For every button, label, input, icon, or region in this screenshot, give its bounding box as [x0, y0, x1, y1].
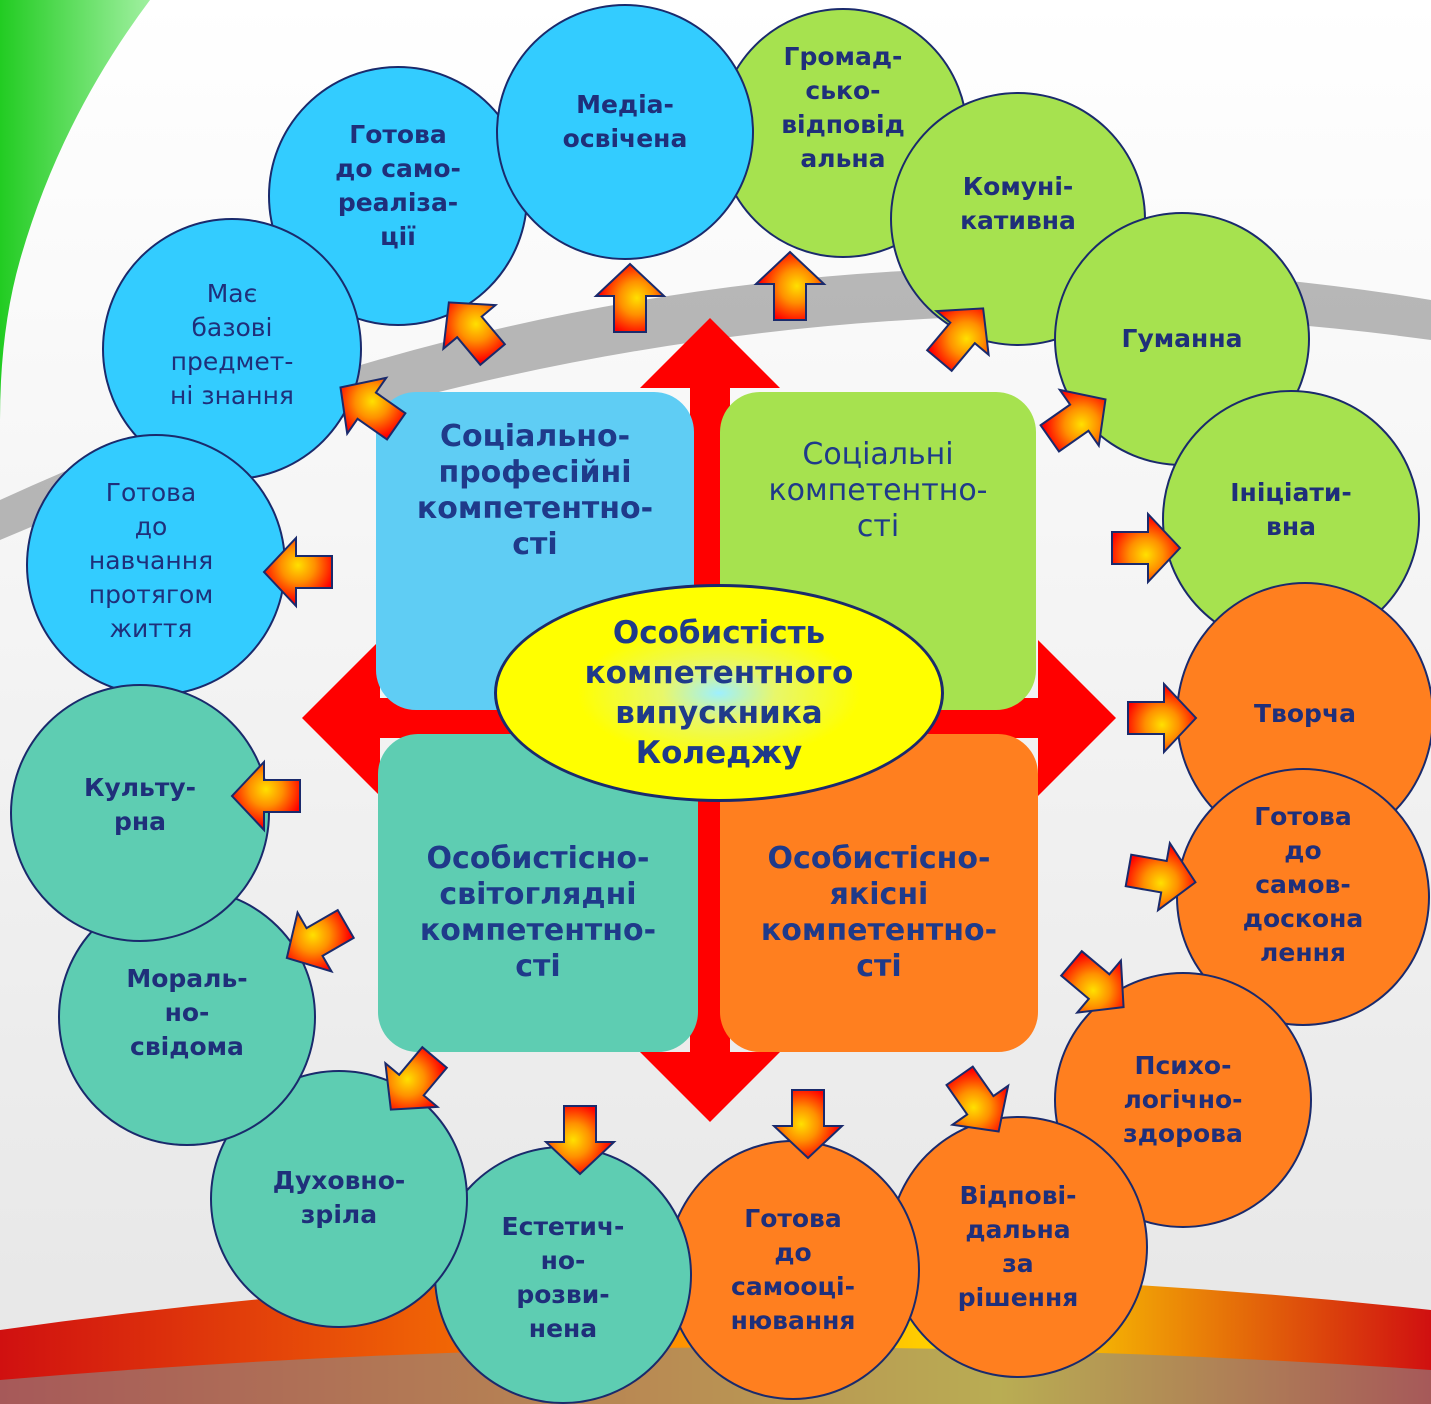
circle-cultural-label: Культу- рна	[83, 773, 196, 836]
center-label: Особистість компетентного випускника Кол…	[584, 615, 854, 771]
circle-civic-label: Громад- сько- відповід альна	[781, 42, 905, 173]
quadrant-social-professional-label: Соціально- професійні компетентно- сті	[416, 419, 654, 562]
circle-spiritual-label: Духовно- зріла	[272, 1166, 406, 1229]
circle-aesthetic: Естетич- но- розви- нена	[434, 1146, 692, 1404]
circle-lifelong-learning-label: Готова до навчання протягом життя	[88, 478, 214, 643]
circle-creative-label: Творча	[1254, 699, 1356, 728]
cross-arrow-left	[302, 640, 380, 796]
green-corner-band	[0, 0, 150, 420]
circle-responsible: Відпові- дальна за рішення	[888, 1116, 1148, 1378]
circle-responsible-label: Відпові- дальна за рішення	[957, 1181, 1079, 1312]
center-ellipse: Особистість компетентного випускника Кол…	[494, 584, 944, 802]
circle-humane-label: Гуманна	[1121, 324, 1243, 353]
circle-self-improvement: Готова до самов- доскона лення	[1176, 768, 1430, 1026]
circle-cultural: Культу- рна	[10, 684, 270, 942]
circle-self-realization-label: Готова до само- реаліза- ції	[335, 120, 461, 251]
quadrant-personal-quality-label: Особистісно- якісні компетентно- сті	[760, 841, 998, 984]
cross-arrow-right	[1038, 640, 1116, 796]
cross-arrow-up	[640, 318, 780, 388]
circle-lifelong-learning: Готова до навчання протягом життя	[26, 434, 286, 696]
circle-initiative-label: Ініціати- вна	[1230, 478, 1352, 541]
circle-basic-knowledge-label: Має базові предмет- ні знання	[170, 279, 294, 410]
circle-moral-label: Мораль- но- свідома	[126, 964, 248, 1061]
circle-self-improvement-label: Готова до самов- доскона лення	[1242, 802, 1364, 967]
cross-arrow-down	[640, 1052, 780, 1122]
quadrant-personal-worldview-label: Особистісно- світоглядні компетентно- ст…	[419, 841, 657, 984]
circle-psych-healthy-label: Психо- логічно- здорова	[1123, 1051, 1243, 1148]
circle-media-label: Медіа- освічена	[562, 90, 688, 153]
circle-self-assessment: Готова до самооці- нювання	[666, 1140, 920, 1400]
circle-media: Медіа- освічена	[496, 4, 754, 260]
circle-communicative-label: Комуні- кативна	[960, 172, 1076, 235]
circle-self-assessment-label: Готова до самооці- нювання	[730, 1204, 856, 1335]
quadrant-social-label: Соціальні компетентно- сті	[768, 437, 988, 544]
circle-aesthetic-label: Естетич- но- розви- нена	[501, 1212, 625, 1343]
